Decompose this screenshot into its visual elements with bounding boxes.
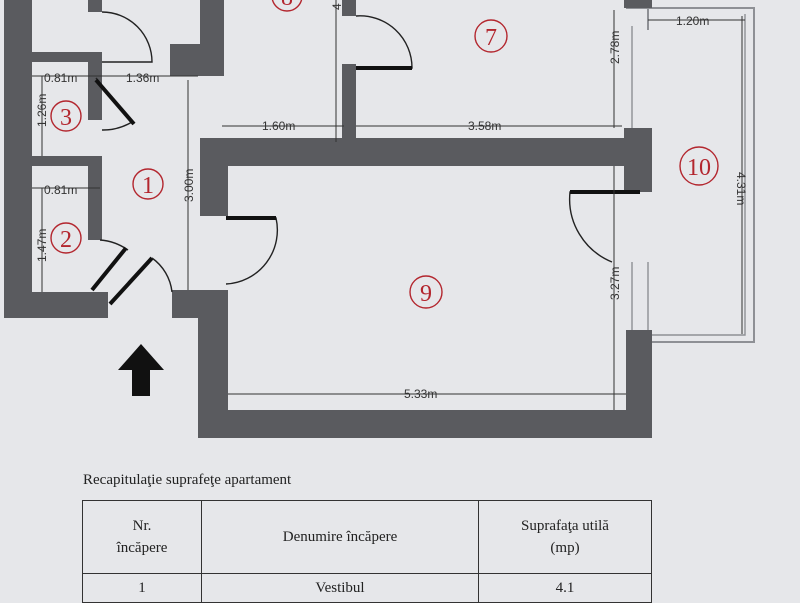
dimension-label: 4 [330,3,344,10]
dimension-label: 3.00m [182,169,196,202]
header-area-line2: (mp) [550,540,580,556]
cell-name: Vestibul [201,573,479,603]
dimension-lines [32,0,745,410]
table-row: 1 Vestibul 4.1 [82,573,652,603]
walls [4,0,652,438]
cell-area: 4.1 [478,573,652,603]
doors [90,11,640,306]
table-title: Recapitulaţie suprafeţe apartament [83,472,292,488]
dimension-label: 0.81m [44,71,77,85]
dimension-label: 2.78m [608,31,622,64]
header-nr-line2: încăpere [116,540,168,556]
room-number-10: 10 [687,155,711,181]
area-summary-table: Nr. încăpere Denumire încăpere Suprafaţa… [82,500,652,603]
header-nr-line1: Nr. [132,518,152,534]
cell-nr: 1 [82,573,202,603]
dimension-label: 1.20m [676,14,709,28]
dimension-label: 4.31m [734,172,748,205]
up-arrow-icon [118,344,164,396]
header-area-line1: Suprafaţa utilă [521,518,609,534]
balcony-outline [626,7,755,343]
dimension-label: 3.58m [468,119,501,133]
column-header-nr: Nr. încăpere [82,500,202,574]
room-number-2: 2 [60,227,72,253]
room-number-3: 3 [60,105,72,131]
dimension-label: 1.36m [126,71,159,85]
floor-plan: 0.81m 1.36m 1.26m 0.81m 1.47m 3.00m 1.60… [4,0,755,438]
dimension-label: 5.33m [404,387,437,401]
room-number-1: 1 [142,173,154,199]
dimension-label: 1.60m [262,119,295,133]
room-number-9: 9 [420,281,432,307]
dimension-label: 1.26m [35,94,49,127]
room-number-7: 7 [485,25,497,51]
column-header-name: Denumire încăpere [201,500,479,574]
dimension-label: 3.27m [608,267,622,300]
room-number-8: 8 [281,0,293,11]
column-header-area: Suprafaţa utilă (mp) [478,500,652,574]
dimension-label: 0.81m [44,183,77,197]
table-header-row: Nr. încăpere Denumire încăpere Suprafaţa… [82,500,652,574]
dimension-label: 1.47m [35,229,49,262]
